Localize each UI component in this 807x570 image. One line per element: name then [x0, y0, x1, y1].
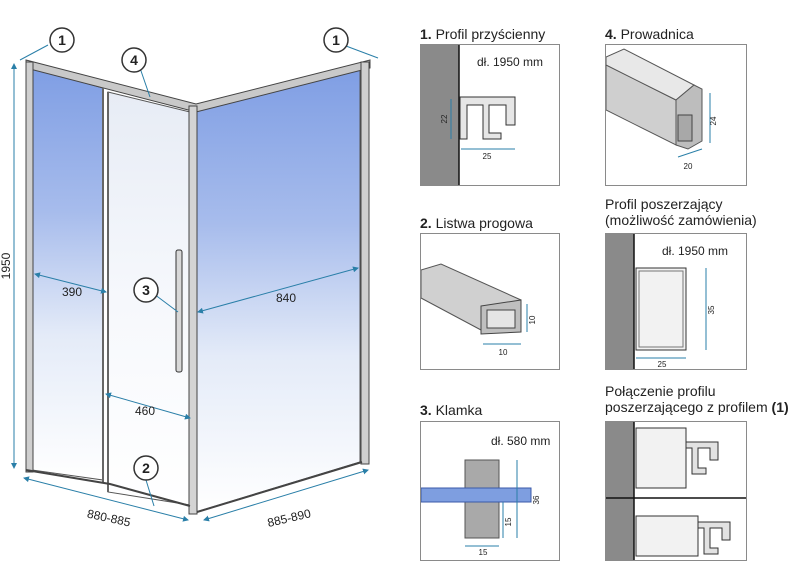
connection-panel — [605, 421, 747, 561]
dim-height: 1950 — [0, 252, 13, 279]
svg-text:25: 25 — [658, 360, 667, 369]
dim-door-offset: 460 — [135, 404, 155, 418]
fixed-glass-panel — [31, 67, 104, 481]
detail-2-title: 2. Listwa progowa — [420, 215, 533, 231]
svg-text:3: 3 — [142, 282, 150, 298]
right-wall-profile — [360, 61, 370, 465]
callout-2: 2 — [133, 455, 159, 481]
callout-1-right: 1 — [323, 27, 349, 53]
svg-text:20: 20 — [684, 162, 693, 171]
callout-3: 3 — [133, 277, 159, 303]
svg-text:10: 10 — [499, 348, 508, 357]
connection-title: Połączenie profilu poszerzającego z prof… — [605, 383, 789, 415]
dim-left-panel: 390 — [62, 285, 82, 299]
dim-front-width: 880-885 — [86, 507, 132, 530]
svg-text:35: 35 — [707, 305, 716, 314]
detail-3-panel: 36 15 15 dł. 580 mm — [420, 421, 560, 561]
shower-enclosure-drawing: 1950 390 840 460 880-885 885-890 1 4 1 3… — [0, 27, 379, 530]
svg-text:4: 4 — [130, 52, 138, 68]
svg-text:22: 22 — [440, 114, 449, 123]
dim-side-width: 885-890 — [266, 506, 312, 530]
detail-1-title: 1. Profil przyścienny — [420, 26, 546, 42]
svg-text:25: 25 — [483, 152, 492, 161]
corner-post — [188, 105, 198, 515]
svg-text:24: 24 — [709, 116, 718, 125]
svg-text:15: 15 — [479, 548, 488, 557]
detail-4-title: 4. Prowadnica — [605, 26, 694, 42]
extension-profile-length: dł. 1950 mm — [662, 244, 729, 258]
extension-profile-title: Profil poszerzający (możliwość zamówieni… — [605, 196, 757, 228]
callout-4: 4 — [121, 47, 147, 73]
callout-1-left: 1 — [49, 27, 75, 53]
detail-3-length: dł. 580 mm — [491, 434, 551, 448]
svg-text:10: 10 — [528, 315, 537, 324]
detail-2-panel: 10 10 — [420, 233, 560, 370]
detail-4-panel: 24 20 — [605, 44, 747, 186]
svg-text:15: 15 — [504, 517, 513, 526]
detail-3-title: 3. Klamka — [420, 402, 483, 418]
detail-1-panel: 22 25 dł. 1950 mm — [420, 44, 560, 186]
svg-text:2: 2 — [142, 460, 150, 476]
svg-text:36: 36 — [532, 495, 541, 504]
left-wall-profile — [25, 61, 34, 473]
dim-right-panel: 840 — [276, 291, 296, 305]
extension-profile-panel: 35 25 dł. 1950 mm — [605, 233, 747, 370]
detail-1-length: dł. 1950 mm — [477, 55, 544, 69]
svg-text:1: 1 — [58, 32, 66, 48]
svg-text:1: 1 — [332, 32, 340, 48]
